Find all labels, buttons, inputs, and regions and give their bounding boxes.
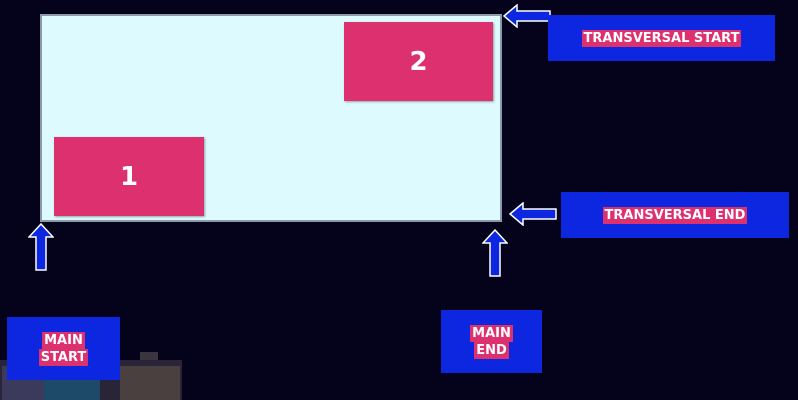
transversal-start-label-box: TRANSVERSAL START (548, 15, 775, 61)
flex-item-1-label: 1 (119, 161, 139, 192)
main-start-label-line2: START (38, 348, 89, 366)
arrow-up-icon (482, 229, 508, 277)
arrow-left-icon (509, 202, 557, 226)
transversal-start-label: TRANSVERSAL START (581, 29, 742, 47)
main-start-label-box: MAIN START (7, 317, 120, 380)
arrow-left-icon (503, 4, 551, 28)
main-end-label-line1: MAIN (470, 324, 513, 342)
flex-item-1: 1 (54, 137, 204, 216)
flex-item-2-label: 2 (409, 46, 428, 77)
main-start-label-line1: MAIN (42, 331, 85, 349)
main-end-label-line2: END (474, 341, 509, 359)
transversal-end-label-box: TRANSVERSAL END (561, 192, 789, 238)
flex-item-2: 2 (344, 22, 493, 101)
arrow-up-icon (28, 223, 54, 271)
transversal-end-label: TRANSVERSAL END (602, 206, 748, 224)
main-end-label-box: MAIN END (441, 310, 542, 373)
